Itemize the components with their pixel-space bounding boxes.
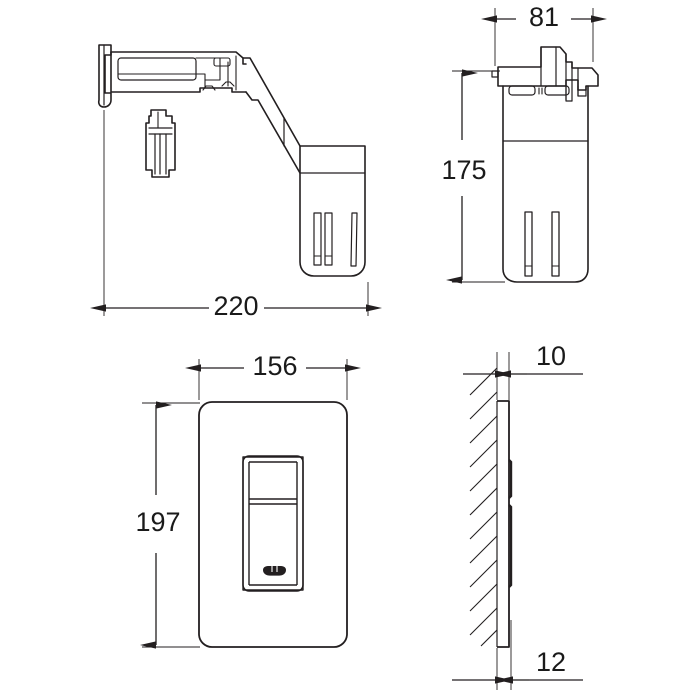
head-port-right: [544, 85, 570, 96]
dimension-175: [446, 69, 505, 284]
cistern-body-outline: [502, 85, 589, 283]
plate-outline: [198, 401, 348, 648]
dimension-12: [452, 620, 583, 690]
head-boss: [577, 85, 587, 97]
head-center-pins: [538, 87, 543, 95]
button-rounded-frame: [242, 455, 304, 592]
canister-body: [299, 145, 366, 277]
arm-bottom-edge: [110, 51, 247, 93]
head-port-left: [508, 85, 536, 96]
dimension-197: [140, 401, 200, 649]
canister-slot-3: [350, 212, 358, 267]
connector-outline: [145, 109, 176, 178]
canister-slot-2: [324, 212, 333, 266]
brand-logo-slits: [271, 566, 278, 572]
brand-logo-mark: [263, 566, 286, 576]
bracket-wall-plate: [97, 44, 112, 108]
view-actuation-plate-front: [198, 401, 348, 648]
dim-label-12: 12: [536, 647, 566, 677]
cistern-slot-2: [551, 211, 560, 277]
dim-label-197: 197: [135, 507, 180, 537]
dim-label-81: 81: [529, 2, 559, 32]
canister-slot-1: [313, 212, 322, 266]
dimension-220: [90, 110, 382, 316]
diag-upper-edge: [242, 57, 301, 147]
view-front-elevation-cistern: [491, 46, 599, 283]
plate-section-outline: [497, 400, 510, 648]
button-edge-lower: [508, 504, 513, 588]
view-side-elevation-assembly: [97, 44, 366, 277]
button-edge-upper: [508, 459, 513, 499]
cistern-slot-1: [524, 211, 533, 277]
head-skirt: [565, 85, 573, 102]
wall-hatching: [469, 367, 498, 647]
arm-slot-detail: [213, 57, 231, 67]
dim-label-10: 10: [536, 341, 566, 371]
diag-lower-edge: [245, 91, 301, 174]
dimension-81: [481, 8, 607, 66]
dim-label-156: 156: [252, 351, 297, 381]
dimension-10: [463, 352, 583, 400]
dimension-156: [185, 359, 361, 400]
arm-recess-panel: [117, 57, 197, 81]
dim-label-175: 175: [441, 155, 486, 185]
view-plate-side-section: [469, 367, 513, 648]
arm-notch-b: [202, 85, 216, 91]
arm-notch-a: [221, 81, 235, 87]
dim-label-220: 220: [213, 291, 258, 321]
